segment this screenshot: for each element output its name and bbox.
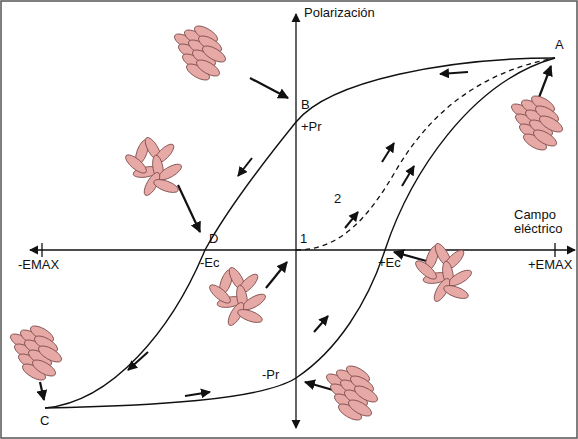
axis-label: Campo eléctrico [514, 208, 574, 237]
value-label: +Pr [301, 120, 322, 134]
axis-label: Polarización [304, 6, 375, 20]
value-label: -Ec [200, 256, 220, 270]
point-label: A [555, 38, 564, 52]
callout-number: 2 [334, 192, 341, 206]
value-label: -EMAX [18, 258, 59, 272]
point-label: B [301, 98, 310, 112]
point-label: D [209, 232, 218, 246]
point-label: C [40, 414, 49, 428]
value-label: +EMAX [528, 258, 572, 272]
callout-number: 1 [300, 232, 307, 246]
value-label: -Pr [262, 368, 279, 382]
value-label: +Ec [378, 256, 401, 270]
